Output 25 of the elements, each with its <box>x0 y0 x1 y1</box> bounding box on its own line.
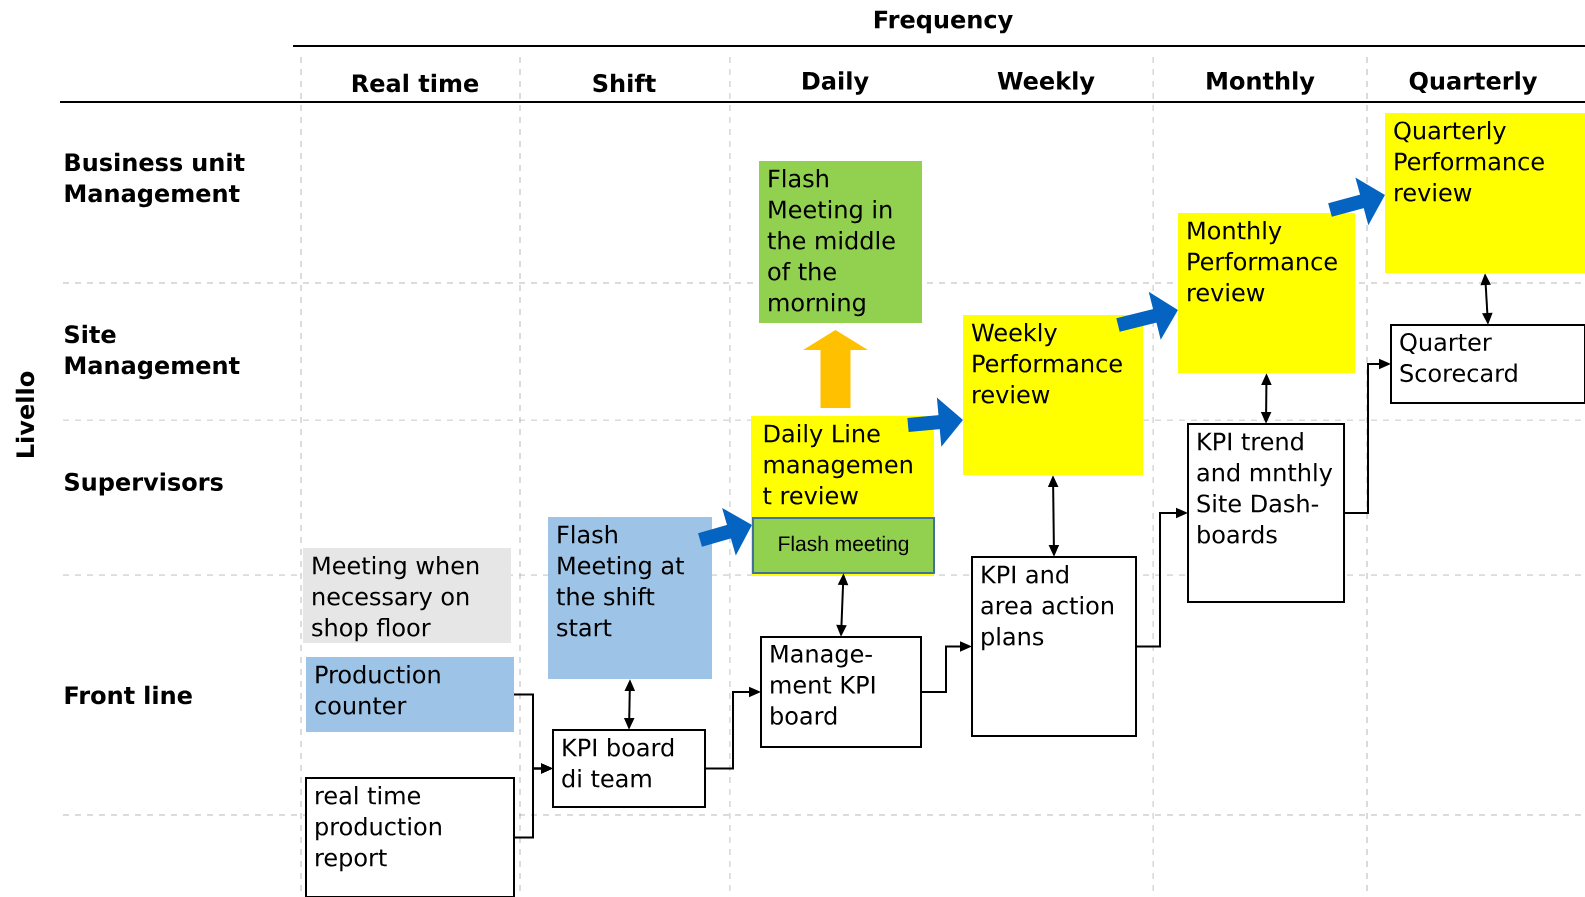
row-header: Site Management <box>65 324 240 380</box>
dashboard-box: KPI trend and mnthly Site Dash- boards <box>1187 423 1345 603</box>
column-header: Frequency <box>874 10 1013 34</box>
review-box: Quarterly Performance review <box>1385 113 1585 273</box>
meeting-box: Flash Meeting at the shift start <box>548 517 712 679</box>
kpi-board-box: Manage- ment KPI board <box>760 636 922 748</box>
row-header: Business unit Management <box>65 152 245 208</box>
row-header: Front line <box>65 685 192 705</box>
meeting-box: Flash meeting <box>752 517 935 574</box>
process-box: Production counter <box>306 657 514 732</box>
action-plan-box: KPI and area action plans <box>971 556 1137 737</box>
review-box: Monthly Performance review <box>1178 213 1355 373</box>
note-box: Meeting when necessary on shop floor <box>303 548 511 643</box>
row-header: Supervisors <box>65 472 223 496</box>
kpi-board-box: KPI board di team <box>552 729 706 808</box>
column-header: Real time <box>352 73 479 93</box>
axis-title: Livello <box>15 371 35 457</box>
column-header: Monthly <box>1207 71 1315 95</box>
scorecard-box: Quarter Scorecard <box>1390 324 1585 404</box>
review-box: Weekly Performance review <box>963 315 1143 475</box>
column-header: Shift <box>593 73 656 93</box>
column-header: Daily <box>803 71 869 95</box>
report-box: real time production report <box>305 777 515 897</box>
meeting-box: Flash Meeting in the middle of the morning <box>759 161 922 323</box>
column-header: Weekly <box>997 71 1095 95</box>
